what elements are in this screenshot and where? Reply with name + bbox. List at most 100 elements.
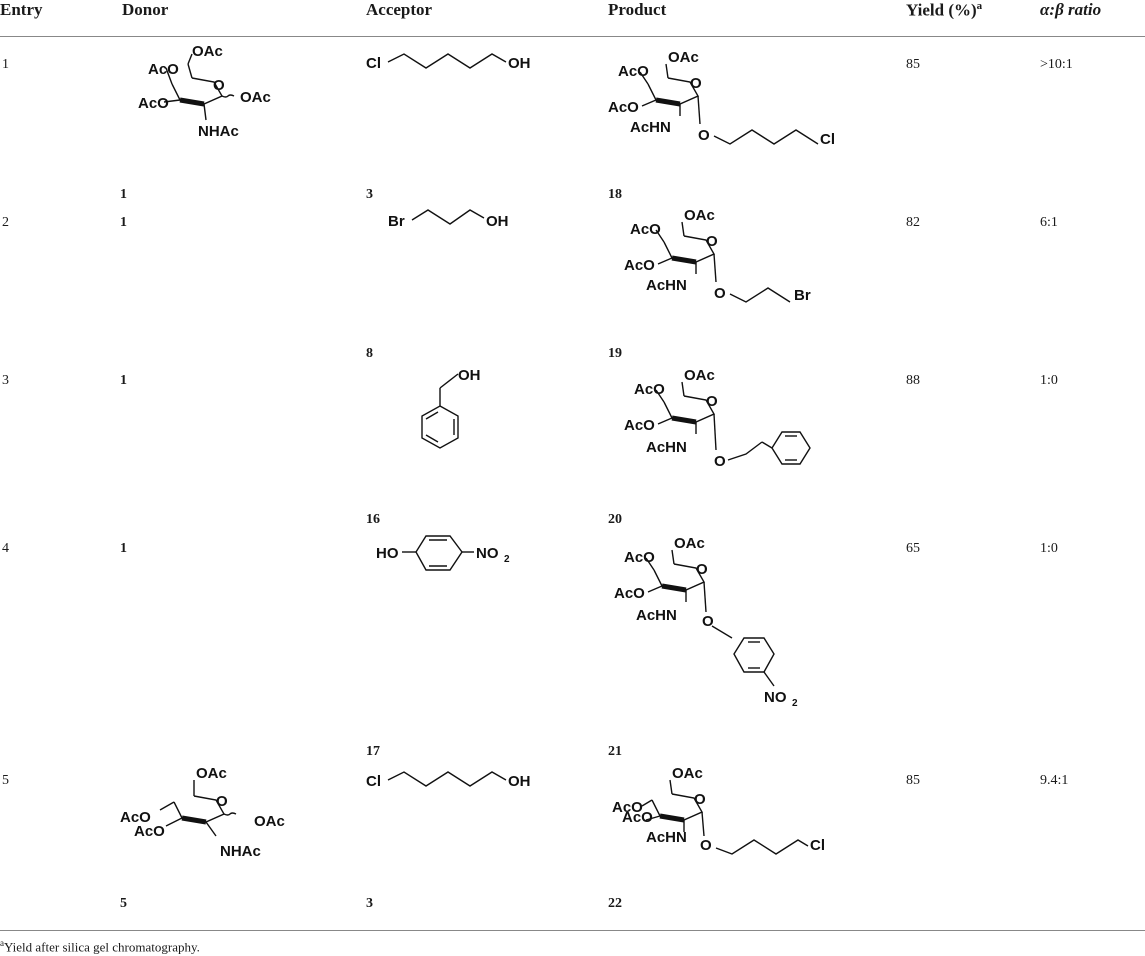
acceptor-label: Br [388,213,405,230]
achn-label: AcHN [630,119,671,136]
product-structure: OAc AcO AcO O AcHN O NO 2 [614,535,798,709]
header-yield-note: a [976,0,983,12]
glyco-o-label: O [702,613,714,630]
aco-label: AcO [630,221,661,238]
acceptor-number: 3 [366,896,373,911]
glyco-o-label: O [700,837,712,854]
product-number: 22 [608,896,622,911]
entry-cell: 3 [2,373,9,388]
ratio-cell: 9.4:1 [1040,773,1069,788]
header-acceptor: Acceptor [366,0,433,19]
donor-number: 5 [120,896,127,911]
donor-number: 1 [120,541,127,556]
aco-label: AcO [634,381,665,398]
yield-cell: 82 [906,215,920,230]
glyco-o-label: O [714,453,726,470]
acceptor-label: OH [486,213,509,230]
acceptor-label: Cl [366,773,381,790]
glyco-o-label: O [698,127,710,144]
aco-label: AcO [618,63,649,80]
donor-number: 1 [120,373,127,388]
entry-cell: 1 [2,57,9,72]
footnote-text: Yield after silica gel chromatography. [4,939,200,955]
ring-o-label: O [690,75,702,92]
aglycone-label: Cl [820,131,835,148]
acceptor-label: NO [476,545,499,562]
product-structure: OAc AcO AcO O AcHN O Cl [608,49,835,148]
oac-label: OAc [672,765,703,782]
product-number: 21 [608,744,622,759]
acceptor-number: 8 [366,346,373,361]
entry-cell: 5 [2,773,9,788]
aco-label: AcO [624,417,655,434]
achn-label: AcHN [646,439,687,456]
aco-label: AcO [148,61,179,78]
acceptor-label: OH [508,773,531,790]
header-ratio: α:β ratio [1040,0,1102,19]
header-rule [0,36,1145,37]
acceptor-structure: Br OH [388,209,509,230]
oac-label: OAc [240,89,271,106]
glyco-o-label: O [714,285,726,302]
donor-number: 1 [120,187,127,202]
acceptor-label: Cl [366,55,381,72]
achn-label: AcHN [646,829,687,846]
aglycone-label: Br [794,287,811,304]
aglycone-label: NO [764,689,787,706]
footnote-mark: a [0,938,4,948]
entry-cell: 2 [2,215,9,230]
ratio-cell: 1:0 [1040,541,1058,556]
ring-o-label: O [706,233,718,250]
header-yield-label: Yield (%) [906,0,977,20]
product-number: 20 [608,512,622,527]
yield-cell: 85 [906,773,920,788]
achn-label: AcHN [646,277,687,294]
acceptor-label-subscript: 2 [504,554,510,565]
acceptor-number: 17 [366,744,380,759]
acceptor-number: 3 [366,187,373,202]
aco-label: AcO [614,585,645,602]
achn-label: AcHN [636,607,677,624]
oac-label: OAc [196,765,227,782]
oac-label: OAc [684,207,715,224]
aco-label: AcO [624,257,655,274]
aco-label: AcO [134,823,165,840]
header-product: Product [608,0,667,19]
footnote: aYield after silica gel chromatography. [0,938,200,955]
aco-label: AcO [138,95,169,112]
header-entry: Entry [0,0,43,19]
yield-cell: 88 [906,373,920,388]
product-number: 18 [608,187,622,202]
ratio-cell: >10:1 [1040,57,1073,72]
acceptor-label: OH [508,55,531,72]
nhac-label: NHAc [198,123,239,140]
aco-label: AcO [120,809,151,826]
aco-label: AcO [608,99,639,116]
acceptor-label: HO [376,545,399,562]
header-donor: Donor [122,0,169,19]
ratio-cell: 1:0 [1040,373,1058,388]
aglycone-label: Cl [810,837,825,854]
oac-label: OAc [684,367,715,384]
yield-cell: 65 [906,541,920,556]
ring-o-label: O [216,793,228,810]
nhac-label: NHAc [220,843,261,860]
ring-o-label: O [696,561,708,578]
aco-label: AcO [612,799,643,816]
acceptor-label: OH [458,367,481,384]
aco-label: AcO [622,809,653,826]
acceptor-structure: HO NO 2 [376,535,510,571]
bottom-rule [0,930,1145,931]
aglycone-label-subscript: 2 [792,698,798,709]
acceptor-structure: Cl OH [366,771,531,790]
yield-cell: 85 [906,57,920,72]
donor-structure: OAc AcO AcO O OAc NHAc [120,765,285,860]
product-structure: OAc AcO AcO O AcHN O [624,367,811,470]
oac-label: OAc [674,535,705,552]
acceptor-structure: OH [421,367,481,449]
ring-o-label: O [706,393,718,410]
donor-number: 1 [120,215,127,230]
ratio-cell: 6:1 [1040,215,1058,230]
acceptor-structure: Cl OH [366,53,531,72]
acceptor-number: 16 [366,512,380,527]
